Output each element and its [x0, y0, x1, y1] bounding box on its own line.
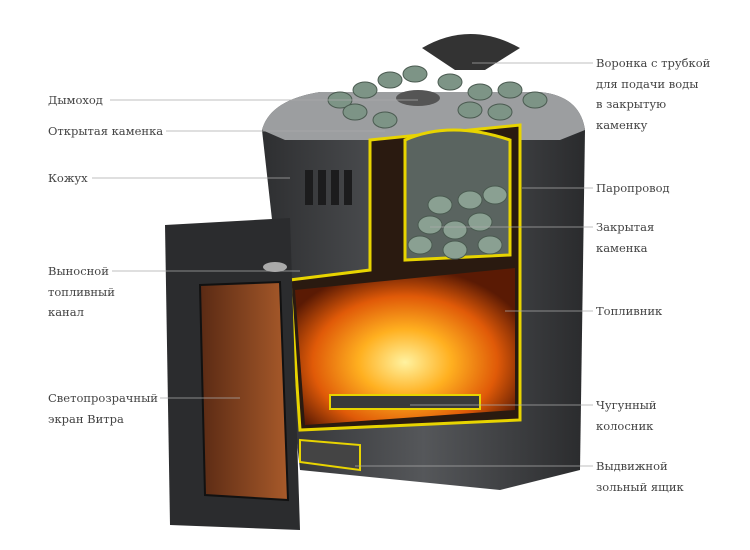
label-text: Топливник — [596, 304, 663, 318]
label-text: колосник — [596, 418, 654, 433]
label-text: Открытая каменка — [48, 124, 164, 138]
grate — [329, 394, 481, 410]
glass-screen — [198, 280, 290, 502]
label-firebox: Топливник — [596, 301, 662, 322]
chimney — [396, 90, 440, 106]
label-text: каменка — [596, 240, 648, 255]
label-glass-screen: Светопрозрачный экран Витра — [48, 388, 158, 429]
label-ash-drawer: Выдвижной зольный ящик — [596, 456, 684, 497]
label-text: Закрытая — [596, 220, 655, 234]
label-text: зольный ящик — [596, 479, 684, 494]
label-text: Кожух — [48, 171, 88, 185]
label-closed-heater: Закрытая каменка — [596, 217, 654, 258]
label-text: Светопрозрачный — [48, 391, 158, 405]
label-steam-pipe: Паропровод — [596, 178, 670, 199]
label-text: Дымоход — [48, 93, 103, 107]
label-chimney: Дымоход — [48, 90, 103, 111]
label-text: Выдвижной — [596, 459, 668, 473]
label-text: канал — [48, 305, 84, 319]
label-text: каменку — [596, 117, 648, 132]
label-text: Паропровод — [596, 181, 670, 195]
label-text: в закрытую — [596, 97, 667, 111]
firebox-flames — [295, 268, 515, 425]
label-grate: Чугунный колосник — [596, 395, 657, 436]
label-fuel-channel: Выносной топливный канал — [48, 261, 115, 323]
label-funnel: Воронка с трубкой для подачи воды в закр… — [596, 53, 710, 135]
label-casing: Кожух — [48, 168, 88, 189]
funnel — [422, 34, 520, 70]
stones-top — [327, 65, 548, 129]
label-text: Воронка с трубкой — [596, 56, 711, 70]
label-text: экран Витра — [48, 411, 124, 426]
label-text: топливный — [48, 284, 115, 299]
label-text: Чугунный — [596, 398, 657, 412]
label-text: Выносной — [48, 264, 109, 278]
label-open-heater: Открытая каменка — [48, 121, 163, 142]
label-text: для подачи воды — [596, 76, 699, 91]
ash-drawer — [299, 438, 361, 472]
